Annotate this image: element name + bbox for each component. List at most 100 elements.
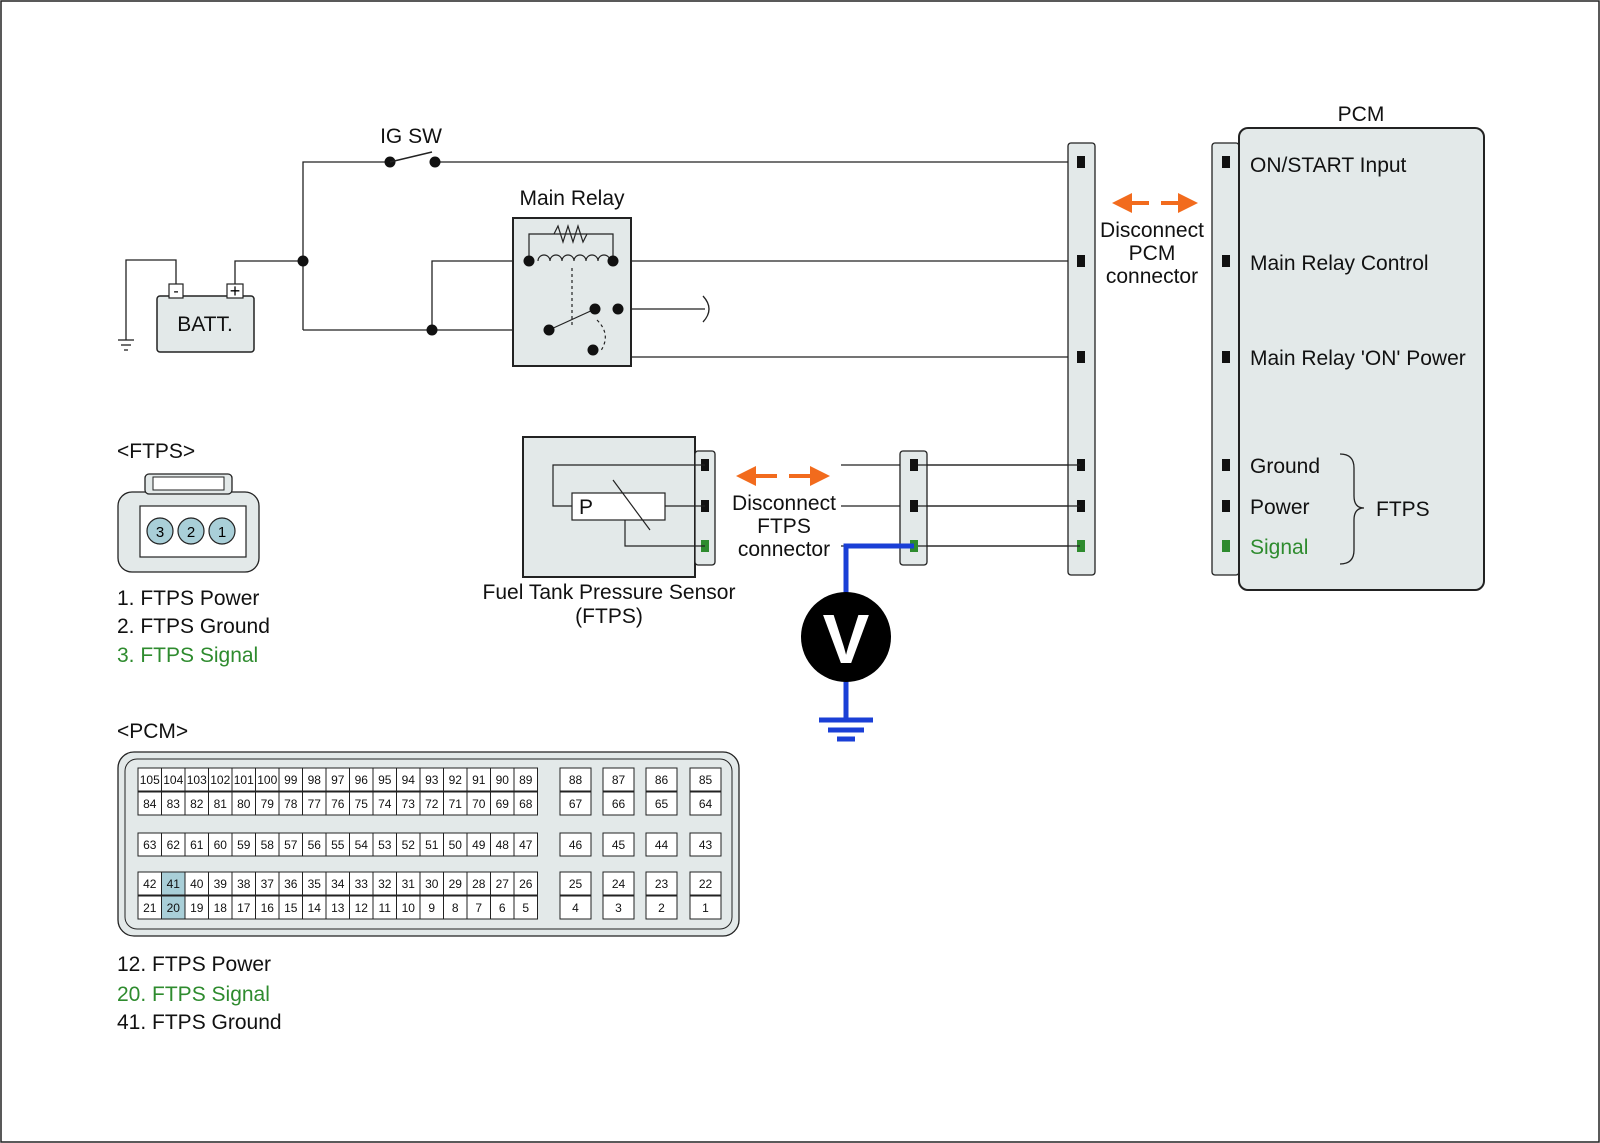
pin-label: 89 <box>519 773 533 787</box>
pin-cell <box>513 832 538 857</box>
pin-cell <box>513 871 538 896</box>
pin-label: 44 <box>655 838 669 852</box>
pin-label: 52 <box>402 838 416 852</box>
ftps-legend-1: 1. FTPS Power <box>117 587 259 610</box>
pin-label: 61 <box>190 838 204 852</box>
pin-label: 58 <box>261 838 275 852</box>
pin-label: 21 <box>143 901 157 915</box>
pin-label: 82 <box>190 797 204 811</box>
main-relay-label: Main Relay <box>519 187 625 210</box>
pin-label: 37 <box>261 877 275 891</box>
pin-label: 6 <box>499 901 506 915</box>
battery-ground-icon <box>118 339 134 351</box>
pin-label: 90 <box>496 773 510 787</box>
battery: BATT. - + <box>156 281 255 353</box>
pin-label: 64 <box>699 797 713 811</box>
battery-label: BATT. <box>177 313 233 336</box>
pin-label: 45 <box>612 838 626 852</box>
pin-label: 66 <box>612 797 626 811</box>
pin-label: 85 <box>699 773 713 787</box>
pcm-pin-relay-power: Main Relay 'ON' Power <box>1250 347 1466 370</box>
pin-label: 87 <box>612 773 626 787</box>
pin-label: 96 <box>355 773 369 787</box>
pin-cell <box>559 832 592 857</box>
pin-label: 76 <box>331 797 345 811</box>
pcm-pinout-title: <PCM> <box>117 720 188 743</box>
pin-cell <box>689 767 722 792</box>
pin-cell <box>513 791 538 816</box>
pin-label: 17 <box>237 901 251 915</box>
disconnect-pcm-note: Disconnect PCM connector <box>1100 193 1204 288</box>
pin-label: 69 <box>496 797 510 811</box>
pin-label: 33 <box>355 877 369 891</box>
pin-label: 92 <box>449 773 463 787</box>
pin-label: 99 <box>284 773 298 787</box>
pin-label: 35 <box>308 877 322 891</box>
pin-label: 56 <box>308 838 322 852</box>
pin-cell <box>602 832 635 857</box>
pin-label: 29 <box>449 877 463 891</box>
pin-label: 59 <box>237 838 251 852</box>
pcm-module: PCM ON/START Input Main Relay Control Ma… <box>1211 103 1485 591</box>
pin-label: 36 <box>284 877 298 891</box>
pin-label: 18 <box>214 901 228 915</box>
pin-label: 93 <box>425 773 439 787</box>
pin-label: 105 <box>140 773 160 787</box>
pin-label: 57 <box>284 838 298 852</box>
pcm-legend-3: 41. FTPS Ground <box>117 1011 282 1034</box>
pin-label: 50 <box>449 838 463 852</box>
voltmeter-symbol: V <box>823 600 870 678</box>
svg-text:3: 3 <box>156 524 164 541</box>
pin-label: 27 <box>496 877 510 891</box>
ground-icon <box>819 717 873 742</box>
ignition-switch: IG SW <box>380 125 442 168</box>
pin-label: 10 <box>402 901 416 915</box>
pin-cell <box>602 767 635 792</box>
pin-label: 100 <box>257 773 277 787</box>
pin-label: 20 <box>167 901 181 915</box>
sensor-p-label: P <box>579 496 593 519</box>
pin-label: 4 <box>572 901 579 915</box>
fuel-tank-pressure-sensor: P Fuel Tank Pressure Sensor (FTPS) <box>483 436 735 628</box>
ftps-legend-3: 3. FTPS Signal <box>117 644 258 667</box>
pin-label: 104 <box>163 773 183 787</box>
pcm-title: PCM <box>1338 103 1385 126</box>
pin-label: 34 <box>331 877 345 891</box>
pin-cell <box>559 871 592 896</box>
pcm-legend-1: 12. FTPS Power <box>117 953 271 976</box>
pcm-pin-ground: Ground <box>1250 455 1320 478</box>
pin-label: 38 <box>237 877 251 891</box>
pin-cell <box>689 791 722 816</box>
pin-label: 97 <box>331 773 345 787</box>
pin-label: 23 <box>655 877 669 891</box>
pin-label: 86 <box>655 773 669 787</box>
pin-label: 42 <box>143 877 157 891</box>
pin-label: 63 <box>143 838 157 852</box>
pin-label: 7 <box>475 901 482 915</box>
pin-label: 102 <box>210 773 230 787</box>
pin-label: 1 <box>702 901 709 915</box>
pin-label: 31 <box>402 877 416 891</box>
pin-label: 22 <box>699 877 713 891</box>
pin-cell <box>689 895 722 920</box>
ftps-connector-pinout: <FTPS> 3 2 1 1. FTPS Power 2. FTPS Groun… <box>117 440 270 667</box>
pin-cell <box>602 791 635 816</box>
pin-label: 78 <box>284 797 298 811</box>
ftps-pinout-title: <FTPS> <box>117 440 195 463</box>
pin-cell <box>645 895 678 920</box>
pin-label: 30 <box>425 877 439 891</box>
pin-label: 60 <box>214 838 228 852</box>
pin-label: 77 <box>308 797 322 811</box>
disconnect-ftps-note: Disconnect FTPS connector <box>732 466 836 561</box>
battery-pos: + <box>230 281 241 301</box>
pin-cell <box>689 832 722 857</box>
pin-label: 25 <box>569 877 583 891</box>
pin-label: 15 <box>284 901 298 915</box>
pin-cell <box>559 895 592 920</box>
pin-label: 14 <box>308 901 322 915</box>
pin-label: 39 <box>214 877 228 891</box>
pin-cell <box>513 895 538 920</box>
pin-label: 88 <box>569 773 583 787</box>
pin-label: 49 <box>472 838 486 852</box>
